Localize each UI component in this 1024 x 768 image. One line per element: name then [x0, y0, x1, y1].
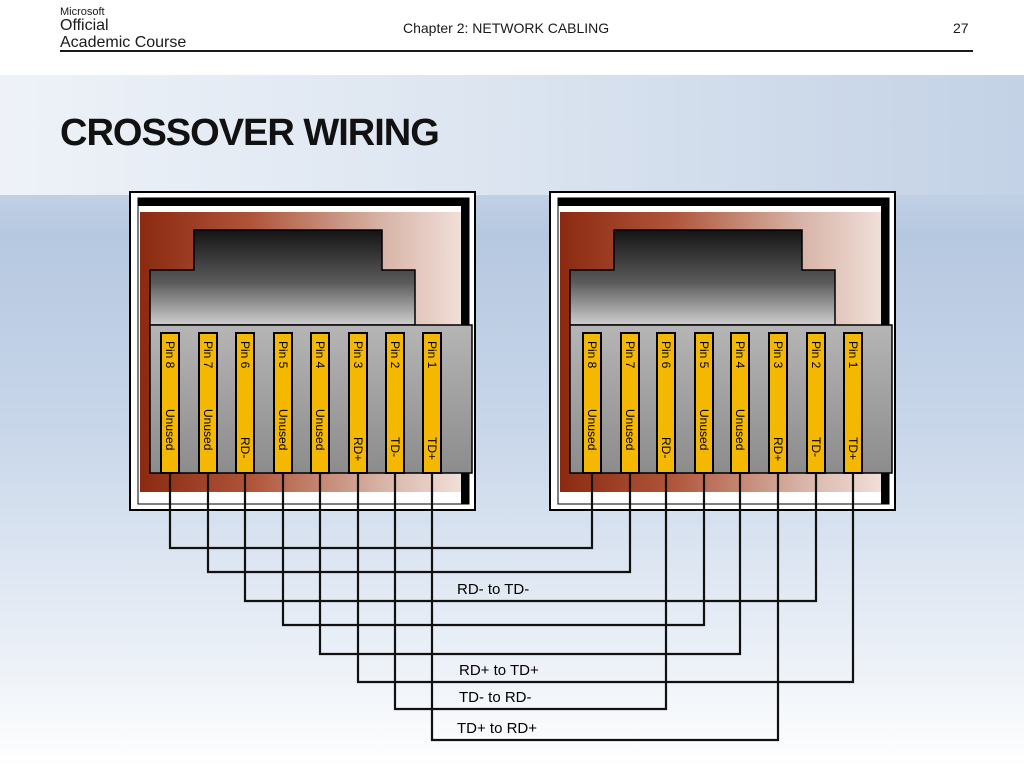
pin-5: Pin 5 Unused	[694, 332, 714, 474]
pin-signal-label: TD-	[388, 437, 402, 457]
pin-1: Pin 1 TD+	[843, 332, 863, 474]
pin-7: Pin 7 Unused	[198, 332, 218, 474]
wire-label-td-minus-to-rd-minus: TD- to RD-	[459, 689, 532, 706]
wire-pin8	[168, 473, 594, 550]
pin-signal-label: Unused	[585, 409, 599, 450]
pin-8: Pin 8 Unused	[582, 332, 602, 474]
pin-number-label: Pin 4	[313, 341, 327, 369]
wire-td-minus-to-rd-minus	[393, 473, 668, 711]
pin-number-label: Pin 2	[388, 341, 402, 369]
pin-signal-label: RD-	[659, 437, 673, 458]
pin-7: Pin 7 Unused	[620, 332, 640, 474]
pin-signal-label: Unused	[313, 409, 327, 450]
pin-number-label: Pin 5	[697, 341, 711, 369]
wire-td-plus-to-rd-plus	[430, 473, 780, 742]
pin-number-label: Pin 6	[238, 341, 252, 369]
rj45-jack-left: Pin 8 Unused Pin 7 Unused Pin 6 RD- Pin 5 Unuse…	[129, 191, 476, 511]
wire-label-rd-plus-to-td-plus: RD+ to TD+	[459, 662, 539, 679]
pin-number-label: Pin 4	[733, 341, 747, 369]
header-divider	[60, 50, 973, 52]
wire-pin5	[281, 473, 706, 627]
pin-number-label: Pin 1	[425, 341, 439, 369]
pin-number-label: Pin 7	[201, 341, 215, 369]
pin-signal-label: Unused	[201, 409, 215, 450]
pin-2: Pin 2 TD-	[385, 332, 405, 474]
pin-signal-label: TD+	[846, 437, 860, 460]
pin-signal-label: Unused	[697, 409, 711, 450]
logo-official: Official	[60, 17, 109, 34]
pin-signal-label: RD+	[351, 437, 365, 461]
course-logo: Microsoft Official Academic Course	[60, 6, 186, 51]
pin-number-label: Pin 8	[585, 341, 599, 369]
pin-signal-label: Unused	[163, 409, 177, 450]
wire-pin7	[206, 473, 632, 574]
logo-microsoft: Microsoft	[60, 6, 105, 18]
pin-number-label: Pin 2	[809, 341, 823, 369]
wire-label-td-plus-to-rd-plus: TD+ to RD+	[457, 720, 537, 737]
wire-rd-plus-to-td-plus	[356, 473, 855, 684]
pin-3: Pin 3 RD+	[348, 332, 368, 474]
pin-signal-label: RD-	[238, 437, 252, 458]
rj45-jack-right: Pin 8 Unused Pin 7 Unused Pin 6 RD- Pin 5 Unuse…	[549, 191, 896, 511]
pin-number-label: Pin 3	[771, 341, 785, 369]
pin-number-label: Pin 6	[659, 341, 673, 369]
logo-academic-course: Academic Course	[60, 34, 187, 51]
wire-label-rd-minus-to-td-minus: RD- to TD-	[457, 581, 529, 598]
pin-number-label: Pin 5	[276, 341, 290, 369]
chapter-title: Chapter 2: NETWORK CABLING	[403, 20, 610, 36]
pin-signal-label: TD+	[425, 437, 439, 460]
pin-6: Pin 6 RD-	[235, 332, 255, 474]
pin-6: Pin 6 RD-	[656, 332, 676, 474]
pin-1: Pin 1 TD+	[422, 332, 442, 474]
wire-pin4	[318, 473, 742, 656]
pin-8: Pin 8 Unused	[160, 332, 180, 474]
page-number: 27	[953, 20, 969, 36]
pin-number-label: Pin 7	[623, 341, 637, 369]
pin-2: Pin 2 TD-	[806, 332, 826, 474]
pin-number-label: Pin 3	[351, 341, 365, 369]
pin-signal-label: Unused	[733, 409, 747, 450]
pin-signal-label: Unused	[623, 409, 637, 450]
pin-signal-label: TD-	[809, 437, 823, 457]
pin-5: Pin 5 Unused	[273, 332, 293, 474]
pin-signal-label: RD+	[771, 437, 785, 461]
pin-number-label: Pin 1	[846, 341, 860, 369]
pin-signal-label: Unused	[276, 409, 290, 450]
background-band-top	[0, 75, 1024, 195]
pin-4: Pin 4 Unused	[310, 332, 330, 474]
pin-4: Pin 4 Unused	[730, 332, 750, 474]
slide-title: CROSSOVER WIRING	[60, 112, 440, 154]
pin-number-label: Pin 8	[163, 341, 177, 369]
wire-rd-minus-to-td-minus	[243, 473, 818, 603]
pin-3: Pin 3 RD+	[768, 332, 788, 474]
